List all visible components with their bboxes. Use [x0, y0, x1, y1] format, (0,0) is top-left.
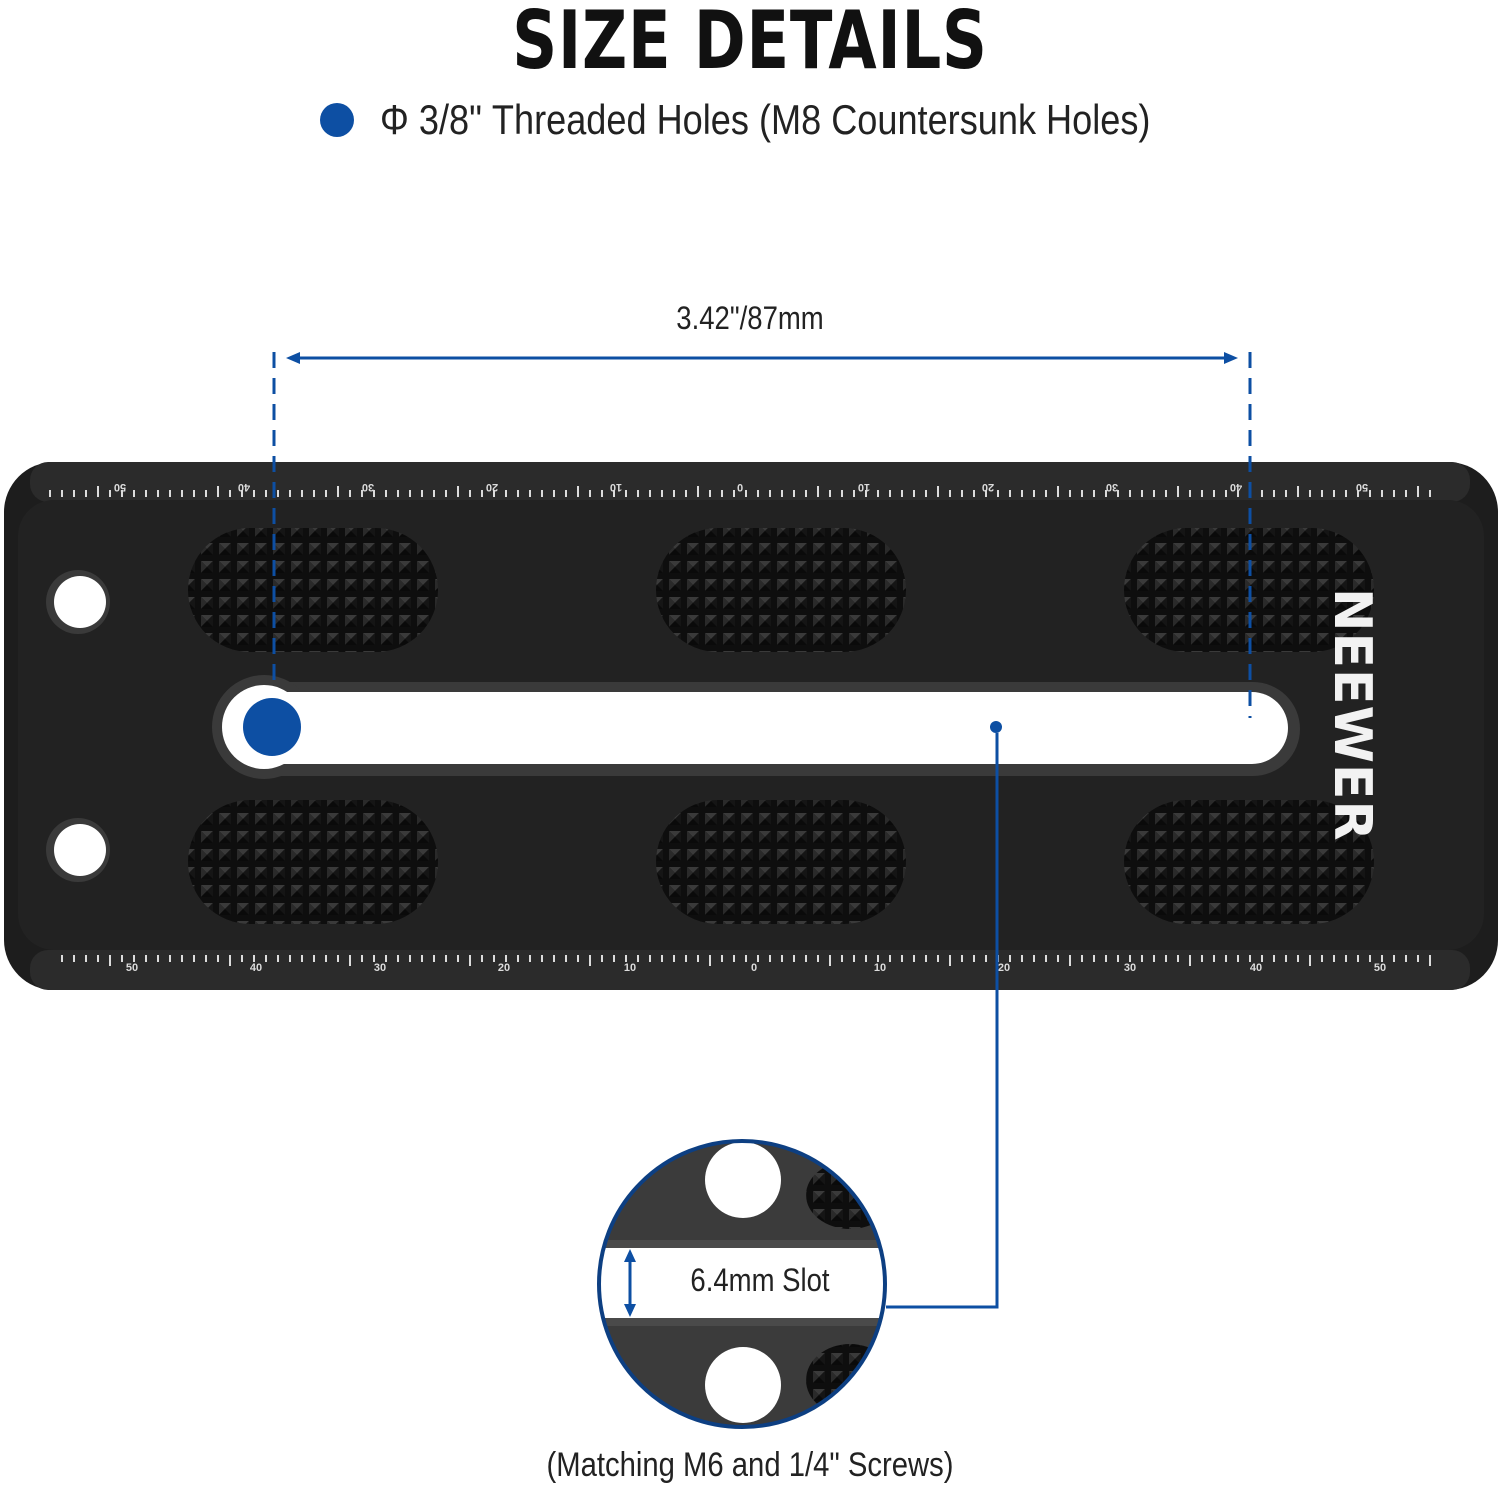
- slot-width-label: 6.4mm Slot: [690, 1262, 830, 1298]
- top-scale-label: 50: [114, 481, 126, 493]
- top-scale-label: 20: [982, 481, 994, 493]
- top-scale-label: 10: [858, 481, 870, 493]
- top-scale-label: 50: [1356, 481, 1368, 493]
- bottom-scale-label: 10: [874, 962, 886, 974]
- brand-logo: NEEWER: [1322, 588, 1382, 842]
- legend-text: Φ 3/8" Threaded Holes (M8 Countersunk Ho…: [380, 96, 1151, 143]
- top-scale-ticks: [49, 486, 1431, 497]
- callout-dot: [990, 721, 1002, 733]
- bottom-scale-label: 20: [998, 962, 1010, 974]
- callout-leader: [886, 733, 999, 1309]
- bottom-scale-label: 10: [624, 962, 636, 974]
- bottom-scale-label: 50: [1374, 962, 1386, 974]
- bottom-scale-label: 40: [1250, 962, 1262, 974]
- screw-compatibility-note: (Matching M6 and 1/4" Screws): [546, 1446, 954, 1484]
- bottom-scale-label: 30: [374, 962, 386, 974]
- grip-pad: [656, 800, 906, 924]
- legend: Φ 3/8" Threaded Holes (M8 Countersunk Ho…: [320, 92, 1276, 148]
- dimension-label: 3.42"/87mm: [676, 300, 824, 336]
- top-scale-label: 40: [238, 481, 250, 493]
- top-scale-label: 0: [737, 481, 743, 493]
- top-scale-label: 30: [1106, 481, 1118, 493]
- mounting-slot: [226, 692, 1288, 764]
- bottom-scale-label: 50: [126, 962, 138, 974]
- top-scale-label: 30: [362, 481, 374, 493]
- side-hole: [54, 576, 106, 628]
- threaded-hole-marker: [243, 698, 301, 756]
- top-scale-label: 20: [486, 481, 498, 493]
- top-scale-labels: 50 40 30 20 10 0 10 20 30 40 50: [114, 481, 1368, 493]
- dimension-arrow-left: [286, 352, 300, 364]
- bottom-scale-ticks: [61, 955, 1431, 966]
- slot-height-arrow-top: [624, 1249, 636, 1262]
- grip-pad: [188, 528, 438, 652]
- slot-height-arrow-bottom: [624, 1304, 636, 1317]
- plate-top-bevel: [30, 462, 1470, 502]
- side-hole: [54, 824, 106, 876]
- top-scale-label: 10: [610, 481, 622, 493]
- dimension-arrow-right: [1224, 352, 1238, 364]
- page-title: SIZE DETAILS: [512, 0, 988, 87]
- bottom-scale-label: 30: [1124, 962, 1136, 974]
- bottom-scale-label: 0: [751, 962, 757, 974]
- detail-lens-ring: [597, 1139, 887, 1429]
- top-scale-label: 40: [1230, 481, 1242, 493]
- plate-bottom-bevel: [30, 950, 1470, 990]
- bottom-scale-label: 20: [498, 962, 510, 974]
- bottom-scale-label: 40: [250, 962, 262, 974]
- bottom-scale-labels: 50 40 30 20 10 0 10 20 30 40 50: [126, 962, 1386, 974]
- grip-pad: [656, 528, 906, 652]
- legend-dot-icon: [320, 103, 354, 137]
- grip-pad: [1124, 800, 1374, 924]
- grip-pad: [188, 800, 438, 924]
